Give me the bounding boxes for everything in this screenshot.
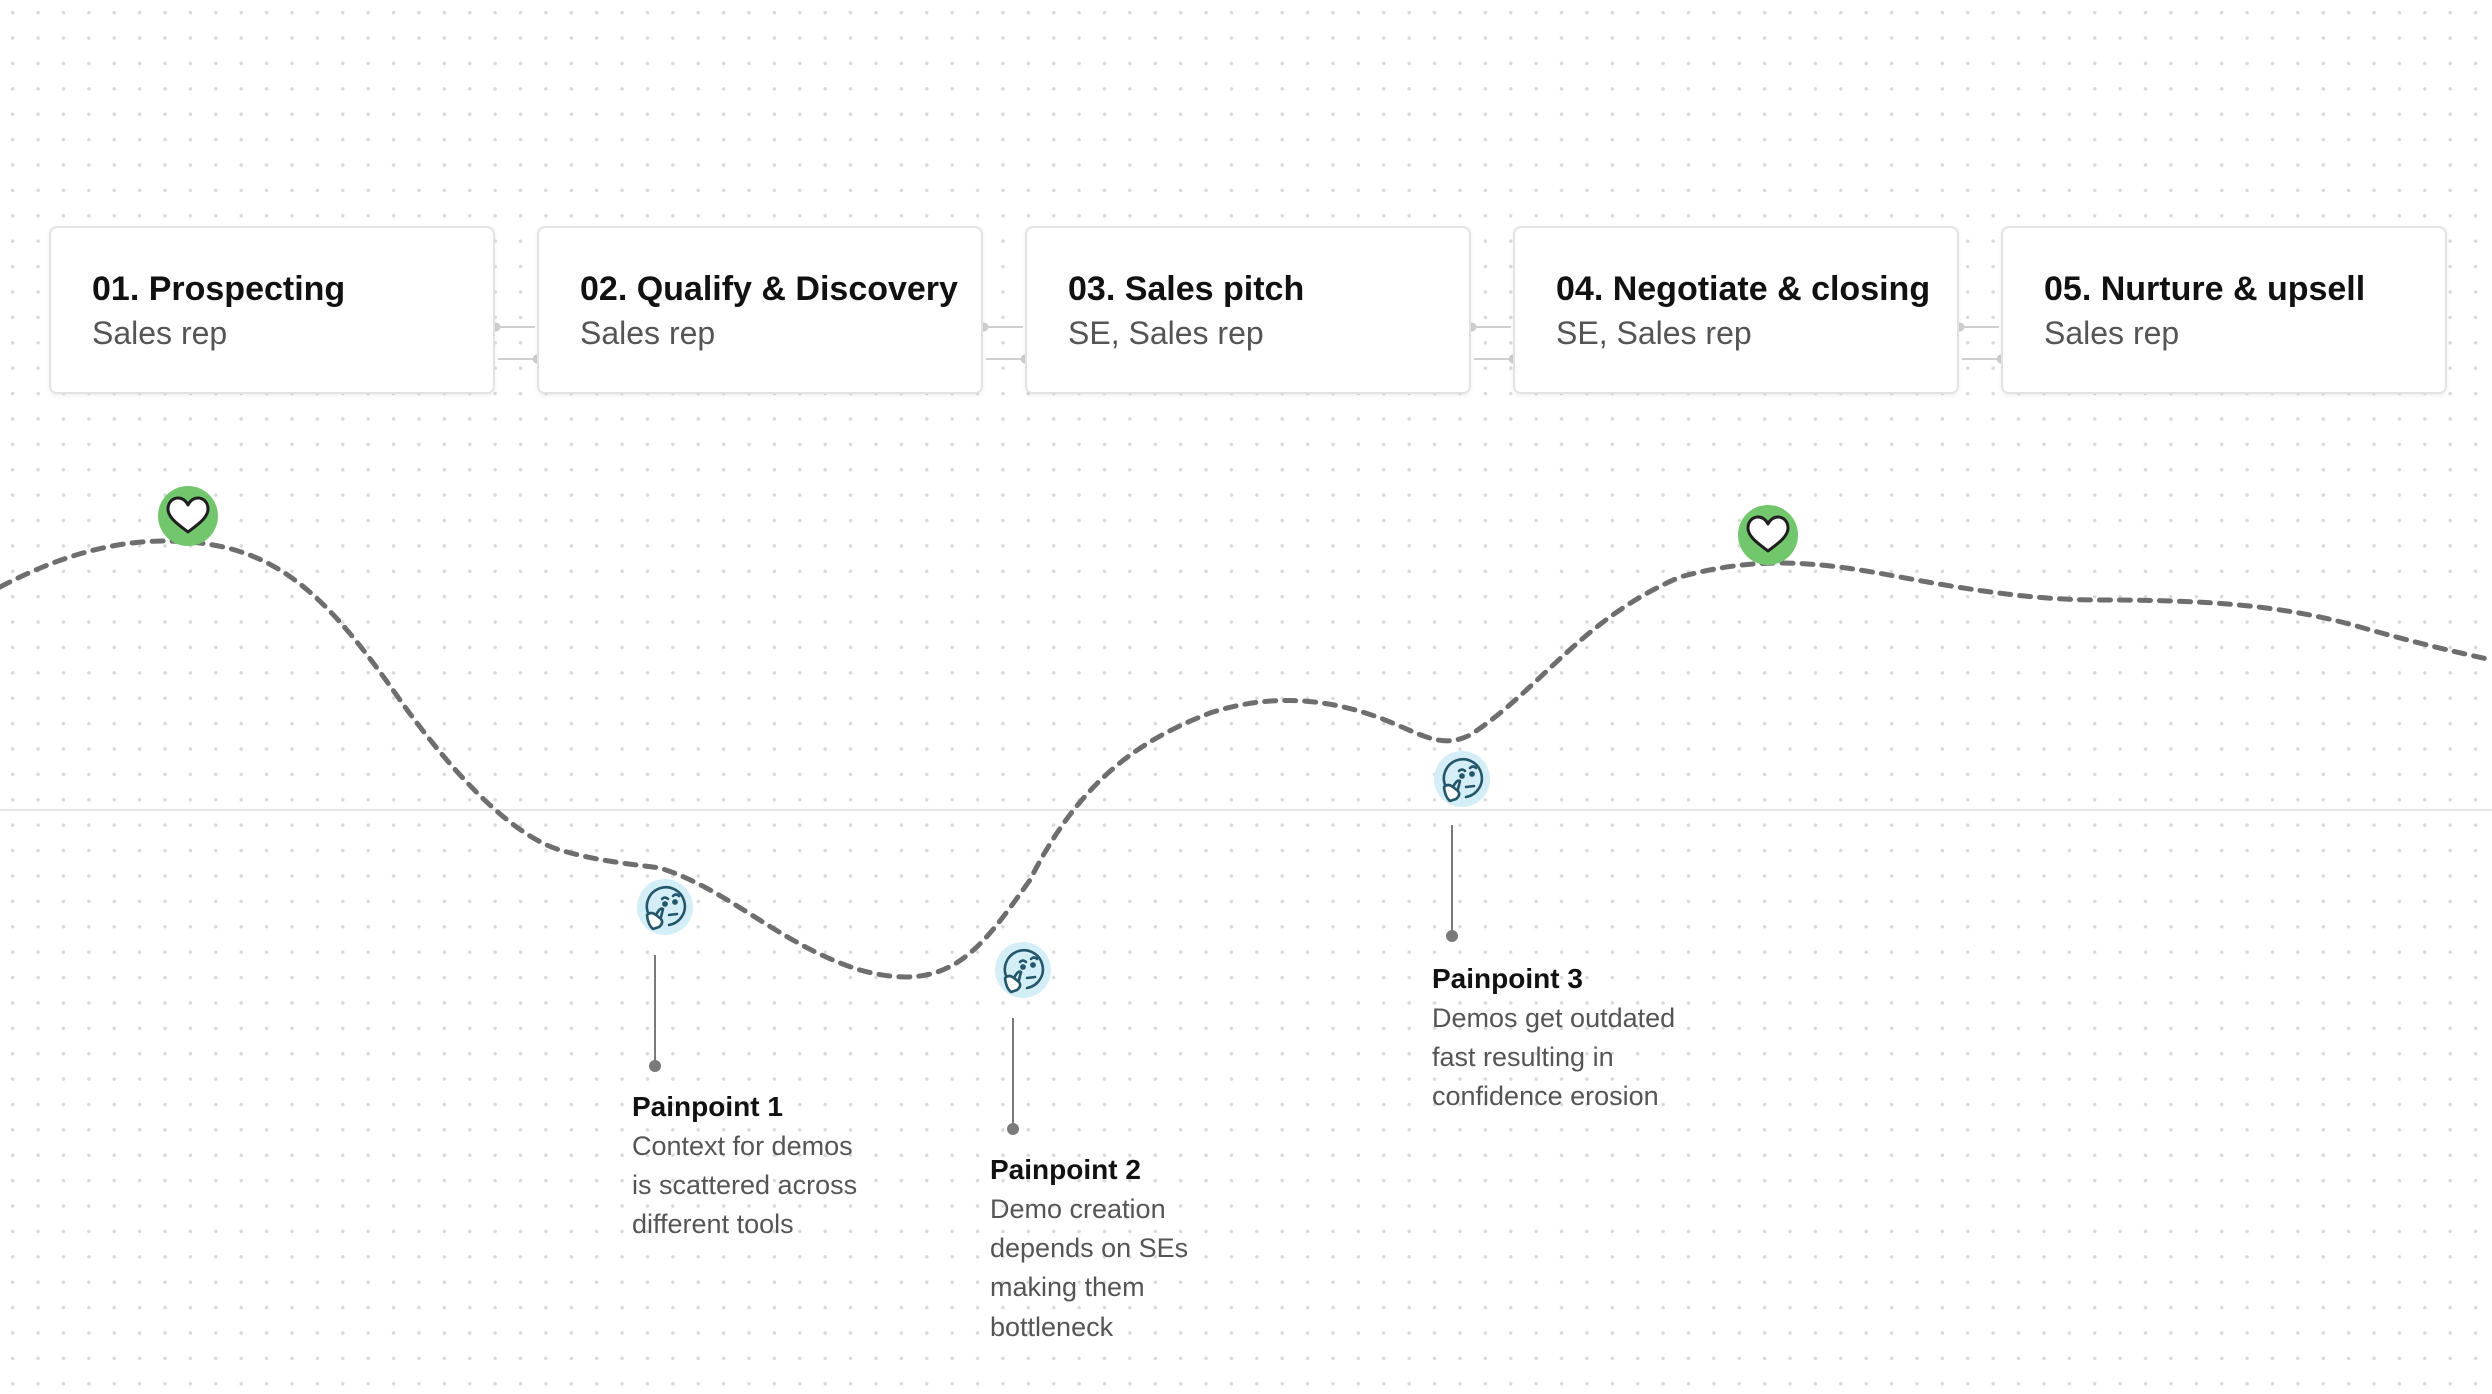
stage-role: SE, Sales rep [1068,315,1264,351]
painpoint-line: is scattered across [632,1170,858,1201]
stage-card-prospecting[interactable]: 01. Prospecting Sales rep [49,226,495,394]
stage-role: Sales rep [2044,315,2180,351]
painpoint-3-pin [1446,825,1458,942]
painpoint-2-pin [1007,1018,1019,1135]
stage-title: 02. Qualify & Discovery [580,270,958,308]
stage-title: 04. Negotiate & closing [1556,270,1931,308]
thinking-face-icon [1003,948,1045,994]
heart-icon [1746,515,1790,553]
painpoint-title: Painpoint 1 [632,1091,783,1122]
stage-connector-4-5 [1955,322,2006,364]
painpoint-line: different tools [632,1209,794,1240]
stage-connector-1-2 [491,322,542,364]
thinking-marker-2 [995,942,1051,998]
painpoint-3-text: Painpoint 3 Demos get outdated fast resu… [1432,959,1732,1117]
stage-role: SE, Sales rep [1556,315,1752,351]
stage-role: Sales rep [580,315,716,351]
painpoint-line: fast resulting in [1432,1042,1614,1073]
heart-marker-2 [1738,505,1798,565]
painpoint-pins [649,825,1458,1135]
stage-card-nurture-upsell[interactable]: 05. Nurture & upsell Sales rep [2001,226,2447,394]
stage-connector-2-3 [979,322,1030,364]
stage-title: 01. Prospecting [92,270,346,308]
painpoint-title: Painpoint 3 [1432,963,1583,994]
painpoint-line: Demo creation [990,1194,1166,1224]
painpoint-line: Demos get outdated [1432,1003,1676,1033]
stage-card-qualify-discovery[interactable]: 02. Qualify & Discovery Sales rep [537,226,983,394]
painpoint-line: Context for demos [632,1131,853,1161]
stage-role: Sales rep [92,315,228,351]
stage-card-negotiate-closing[interactable]: 04. Negotiate & closing SE, Sales rep [1513,226,1959,394]
thinking-marker-1 [637,879,693,935]
stage-title: 03. Sales pitch [1068,270,1305,308]
stage-card-sales-pitch[interactable]: 03. Sales pitch SE, Sales rep [1025,226,1471,394]
painpoint-2-text: Painpoint 2 Demo creation depends on SEs… [990,1150,1290,1347]
heart-icon [166,496,210,534]
painpoint-line: confidence erosion [1432,1081,1659,1112]
painpoint-1-pin [649,955,661,1072]
thinking-marker-3 [1434,751,1490,807]
stage-title: 05. Nurture & upsell [2044,270,2366,308]
painpoint-title: Painpoint 2 [990,1154,1141,1185]
thinking-face-icon [1442,757,1484,803]
painpoint-line: bottleneck [990,1311,1114,1342]
journey-curve [0,538,2492,980]
heart-marker-1 [158,486,218,546]
painpoint-1-text: Painpoint 1 Context for demos is scatter… [632,1087,932,1245]
thinking-face-icon [645,885,687,931]
painpoint-line: depends on SEs [990,1233,1189,1264]
painpoint-line: making them [990,1272,1145,1303]
stage-connector-3-4 [1467,322,1518,364]
